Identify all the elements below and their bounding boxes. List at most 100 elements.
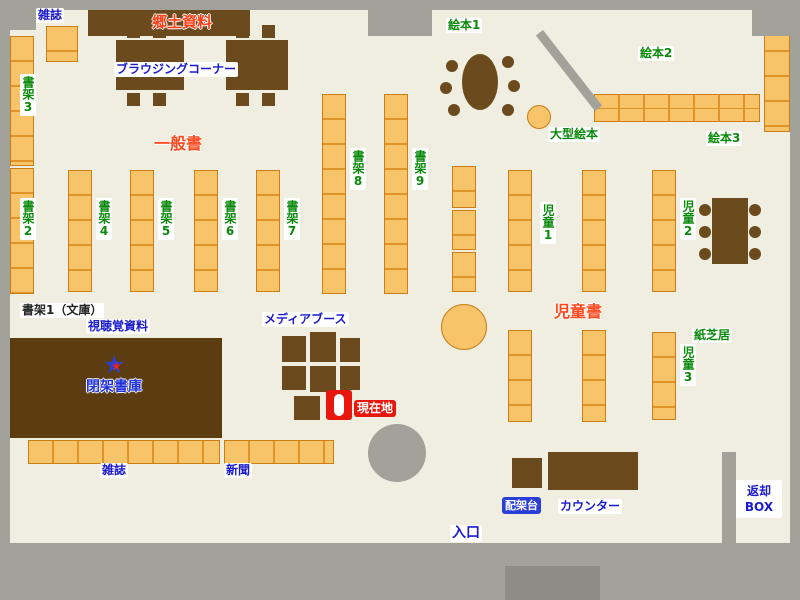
pillar-top — [368, 10, 432, 36]
chair — [127, 25, 140, 38]
label-shelf-9: 書架9 — [412, 148, 428, 190]
chair — [502, 104, 514, 116]
media-booth-unit — [310, 332, 336, 362]
media-booth-unit — [294, 396, 320, 420]
label-shelf-5: 書架5 — [158, 198, 174, 240]
chair — [236, 93, 249, 106]
media-booth-unit — [340, 338, 360, 362]
chair — [699, 248, 711, 260]
media-booth-unit — [310, 366, 336, 392]
label-children-3: 児童3 — [680, 344, 696, 386]
label-current-location: 現在地 — [354, 400, 397, 417]
label-magazines-top: 雑誌 — [36, 8, 65, 23]
chair — [153, 25, 166, 38]
label-picture-books-1: 絵本1 — [446, 18, 483, 33]
shelf-children-low-1 — [508, 330, 532, 422]
label-children-2: 児童2 — [680, 198, 696, 240]
label-entrance: 入口 — [450, 525, 482, 542]
counter-desk — [548, 452, 638, 490]
shelf-bookcase-4 — [68, 170, 92, 292]
chair — [508, 80, 520, 92]
label-general-books: 一般書 — [154, 134, 203, 153]
shelf-children-3 — [652, 332, 676, 420]
shelf-children-mid — [582, 170, 606, 292]
wall-return-box — [722, 452, 736, 543]
label-shelf-1-bunko: 書架1（文庫） — [20, 303, 105, 318]
label-large-picture-books: 大型絵本 — [548, 127, 601, 142]
label-media-booth: メディアブース — [262, 312, 349, 327]
shelf-divider — [595, 108, 759, 109]
label-magazines-bottom: 雑誌 — [100, 463, 129, 478]
large-picture-books-table — [527, 105, 551, 129]
shelf-bookcase-9 — [384, 94, 408, 294]
return-box-label-line1: 返却 — [746, 484, 771, 498]
shelf-children-2 — [652, 170, 676, 292]
shelf-center-b — [452, 210, 476, 250]
shelf-magazines-top — [46, 26, 78, 62]
label-shelf-6: 書架6 — [222, 198, 238, 240]
label-distribution-stand: 配架台 — [502, 497, 541, 514]
location-pin-icon — [334, 394, 344, 416]
label-shelf-3: 書架3 — [20, 74, 36, 116]
local-materials-shelf — [88, 10, 250, 36]
entrance-step — [505, 566, 600, 600]
wall-corner-topleft — [10, 10, 36, 30]
label-counter: カウンター — [558, 499, 623, 514]
label-shelf-8: 書架8 — [350, 148, 366, 190]
chair — [502, 56, 514, 68]
label-children-books: 児童書 — [554, 302, 603, 321]
chair — [749, 248, 761, 260]
media-booth-unit — [282, 366, 306, 390]
distribution-stand-desk — [512, 458, 542, 488]
media-booth-unit — [282, 336, 306, 362]
star-icon: ★ — [111, 359, 122, 373]
label-browsing-corner: ブラウジングコーナー — [114, 62, 239, 77]
chair — [262, 93, 275, 106]
label-closed-stacks: 閉架書庫 — [86, 379, 142, 395]
label-picture-books-2: 絵本2 — [638, 46, 675, 61]
chair — [153, 93, 166, 106]
label-shelf-4: 書架4 — [96, 198, 112, 240]
shelf-newspapers — [224, 440, 334, 464]
return-box: 返却 BOX — [736, 480, 782, 518]
label-audiovisual: 視聴覚資料 — [86, 319, 151, 334]
pillar-round — [368, 424, 426, 482]
label-children-1: 児童1 — [540, 202, 556, 244]
shelf-bookcase-8 — [322, 94, 346, 294]
label-shelf-2: 書架2 — [20, 198, 36, 240]
label-kamishibai: 紙芝居 — [692, 328, 733, 343]
label-local-materials: 郷土資料 — [152, 13, 213, 31]
label-newspapers: 新聞 — [224, 463, 253, 478]
shelf-children-1 — [508, 170, 532, 292]
chair — [446, 60, 458, 72]
picture-books-round-table — [462, 54, 498, 110]
chair — [262, 25, 275, 38]
shelf-magazines-bottom — [28, 440, 220, 464]
chair — [699, 204, 711, 216]
round-reading-table — [441, 304, 487, 350]
shelf-picture-books-2 — [594, 94, 760, 122]
media-booth-unit — [340, 366, 360, 390]
chair — [699, 226, 711, 238]
shelf-children-low-2 — [582, 330, 606, 422]
chair — [127, 93, 140, 106]
chair — [236, 25, 249, 38]
label-shelf-7: 書架7 — [284, 198, 300, 240]
chair — [749, 226, 761, 238]
shelf-bookcase-7 — [256, 170, 280, 292]
children-table — [712, 198, 748, 264]
current-location-marker — [326, 390, 352, 420]
closed-stacks-area — [10, 338, 222, 438]
shelf-picture-books-3 — [764, 26, 790, 132]
chair — [440, 82, 452, 94]
shelf-center-c — [452, 252, 476, 292]
shelf-bookcase-6 — [194, 170, 218, 292]
wall-corner-topright — [752, 10, 790, 36]
star-icon: ★ — [103, 350, 126, 379]
label-picture-books-3: 絵本3 — [706, 131, 743, 146]
chair — [448, 104, 460, 116]
return-box-label-line2: BOX — [744, 500, 774, 514]
shelf-center-a — [452, 166, 476, 208]
chair — [749, 204, 761, 216]
